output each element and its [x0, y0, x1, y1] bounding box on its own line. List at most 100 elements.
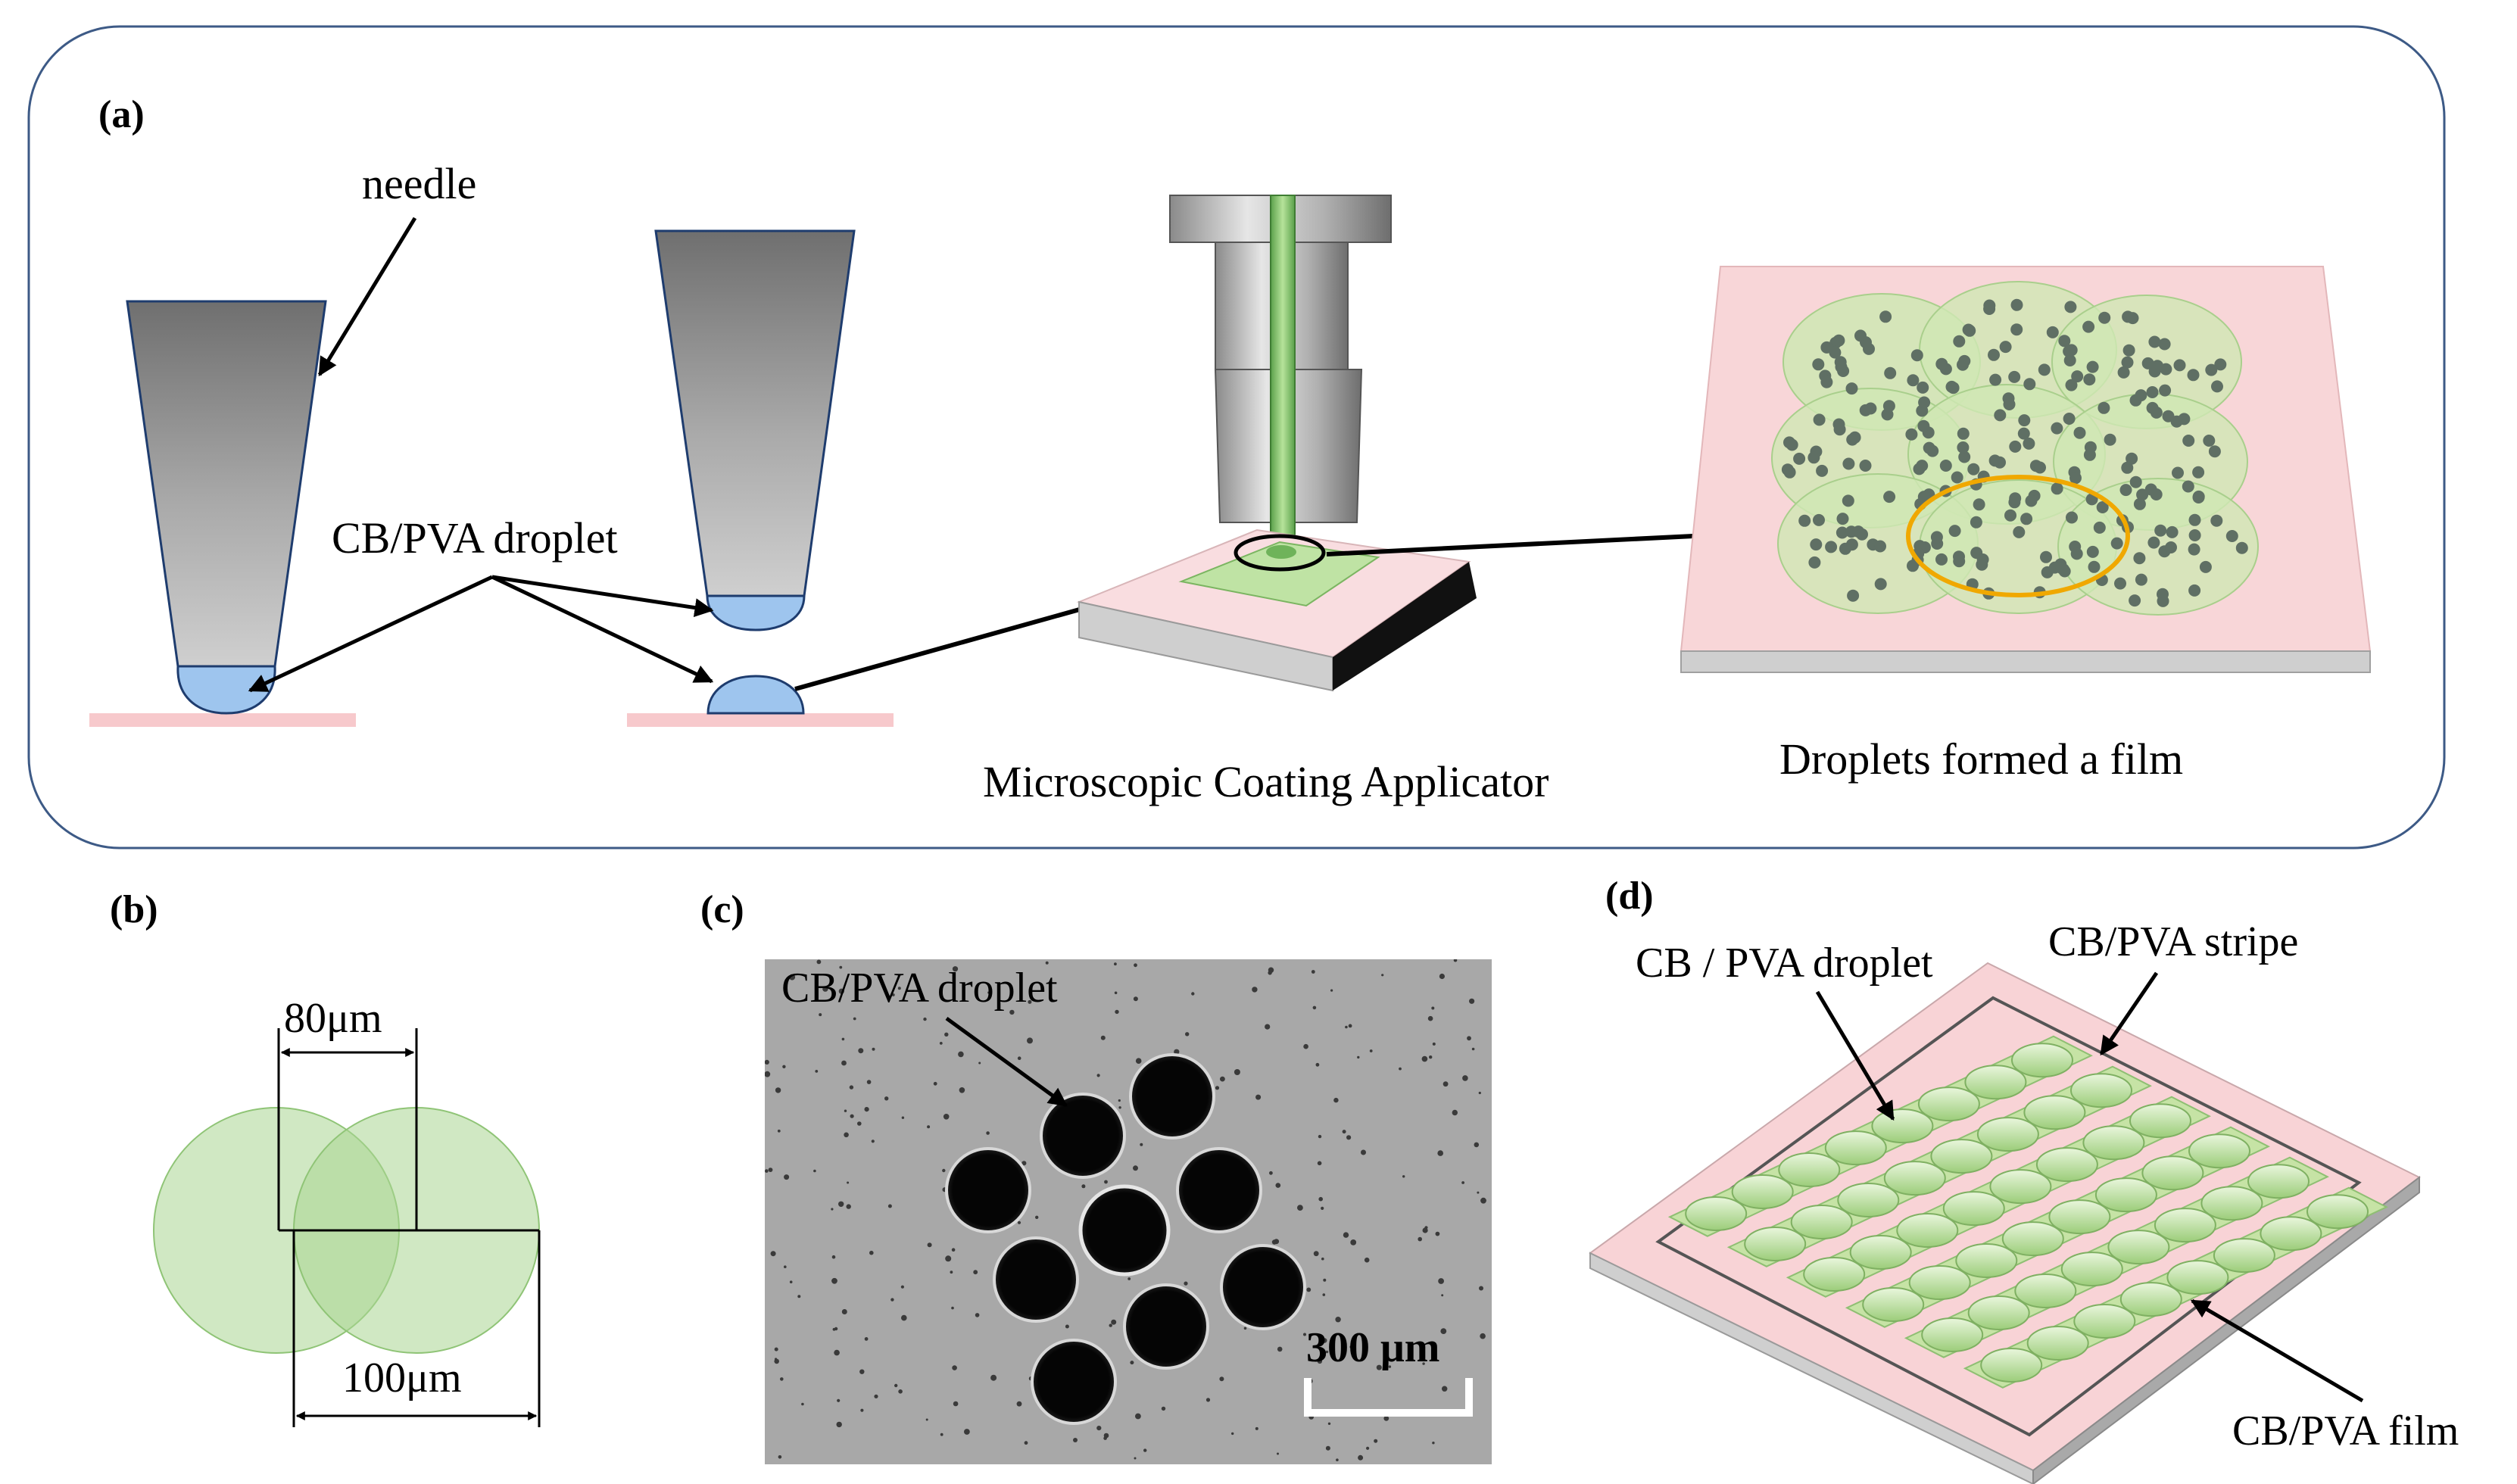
film-particle	[2211, 380, 2223, 393]
sem-speck	[1325, 1445, 1330, 1451]
device-droplet	[1896, 1213, 1959, 1248]
film-particle	[2025, 494, 2038, 507]
device-droplet	[1955, 1243, 2018, 1278]
film-particle	[1848, 431, 1861, 444]
film-particle	[1783, 436, 1795, 449]
film-particle	[2057, 563, 2070, 576]
sem-speck	[1358, 1454, 1364, 1461]
sem-speck	[1104, 1180, 1108, 1184]
sem-speck	[831, 1208, 834, 1211]
film-particle	[2165, 541, 2177, 553]
film-particle	[1953, 335, 1966, 348]
sem-speck	[1028, 999, 1032, 1004]
film-particle	[2058, 335, 2071, 348]
film-particle	[2214, 358, 2227, 371]
film-particle	[2122, 344, 2135, 357]
device-droplet	[2119, 1282, 2182, 1317]
sem-speck	[1478, 1091, 1481, 1095]
droplet-pendant	[706, 594, 806, 631]
sem-speck	[850, 1114, 854, 1118]
film-particle	[1832, 334, 1845, 347]
film-particle	[1973, 498, 1985, 511]
film-particle	[1907, 560, 1919, 572]
device-stripe-label: CB/PVA stripe	[2048, 918, 2298, 965]
device-droplet	[1803, 1257, 1866, 1292]
film-particle	[2008, 370, 2021, 383]
sem-speck	[1345, 1025, 1348, 1029]
sem-speck	[1096, 1426, 1102, 1431]
sem-speck	[1442, 1386, 1448, 1392]
film-particle	[1882, 400, 1895, 413]
film-particle	[2034, 461, 2046, 474]
sem-speck	[1016, 1401, 1022, 1407]
device-droplet	[1942, 1191, 2005, 1227]
device-droplet	[2247, 1164, 2310, 1199]
film-particle	[2098, 311, 2111, 324]
sem-speck	[1346, 1135, 1352, 1140]
device-droplet	[1930, 1139, 1993, 1174]
sem-speck	[1134, 963, 1137, 968]
sem-speck	[1205, 1398, 1211, 1402]
film-particle	[2010, 298, 2023, 311]
sem-speck	[940, 1433, 943, 1436]
panel-c: (c) CB/PVA droplet 300 μm	[700, 888, 1492, 1464]
film-particle	[2199, 560, 2212, 573]
sem-speck	[1269, 1171, 1273, 1175]
panel-d-label: (d)	[1605, 874, 1654, 918]
sem-speck	[775, 1087, 781, 1093]
film-particle	[2129, 594, 2141, 607]
sem-speck	[1255, 1094, 1262, 1100]
film-particle	[1994, 409, 2007, 422]
sem-speck	[1130, 1361, 1134, 1365]
sem-speck	[1140, 1143, 1143, 1146]
film-particle	[1845, 538, 1858, 551]
sem-speck	[1231, 1432, 1234, 1436]
film-particle	[2098, 401, 2110, 414]
film-particle	[1957, 441, 1970, 454]
film-particle	[1829, 346, 1842, 359]
film-particle	[1917, 419, 1930, 432]
film-particle	[1820, 376, 1833, 388]
sem-speck	[778, 1455, 782, 1459]
film-particle	[1918, 396, 1931, 409]
sem-speck	[815, 1070, 819, 1073]
film-particle	[1808, 556, 1821, 569]
film-particle	[1845, 525, 1857, 538]
film-particle	[2114, 577, 2126, 590]
film-particle	[2182, 435, 2195, 447]
film-particle	[1813, 413, 1826, 426]
film-particle	[1958, 450, 1971, 463]
sem-speck	[1243, 1327, 1247, 1330]
film-particle	[2083, 448, 2096, 461]
sem-speck	[765, 1059, 769, 1065]
sem-speck	[765, 1071, 771, 1077]
sem-speck	[1096, 1074, 1100, 1077]
film-particle	[1859, 460, 1872, 472]
coating-applicator	[1076, 195, 1477, 692]
sem-speck	[1065, 1324, 1069, 1329]
sem-speck	[1118, 1106, 1121, 1109]
film-particle	[1864, 402, 1877, 415]
sem-speck	[784, 1174, 790, 1180]
sem-speck	[1435, 1231, 1440, 1236]
sem-speck	[1322, 1293, 1326, 1296]
film-particle	[2009, 492, 2022, 505]
sem-speck	[1452, 1109, 1458, 1116]
sem-speck	[853, 1017, 856, 1021]
film-particle	[2069, 472, 2082, 485]
applicator-coating-patch	[1178, 541, 1380, 607]
film-particle	[2133, 552, 2146, 565]
sem-speck	[894, 1383, 898, 1388]
film-particle	[2119, 484, 2132, 497]
sem-speck	[1252, 987, 1258, 993]
sem-speck	[765, 1169, 769, 1173]
sem-speck	[1265, 1024, 1271, 1030]
sem-speck	[1255, 1426, 1258, 1430]
film-particle	[1948, 525, 1961, 538]
sem-speck	[978, 1062, 981, 1065]
sem-speck	[872, 1047, 875, 1051]
device-droplet	[1824, 1130, 1887, 1166]
film-particle	[2126, 452, 2138, 465]
film-particle	[2046, 326, 2059, 338]
film-particle	[1793, 452, 1806, 465]
